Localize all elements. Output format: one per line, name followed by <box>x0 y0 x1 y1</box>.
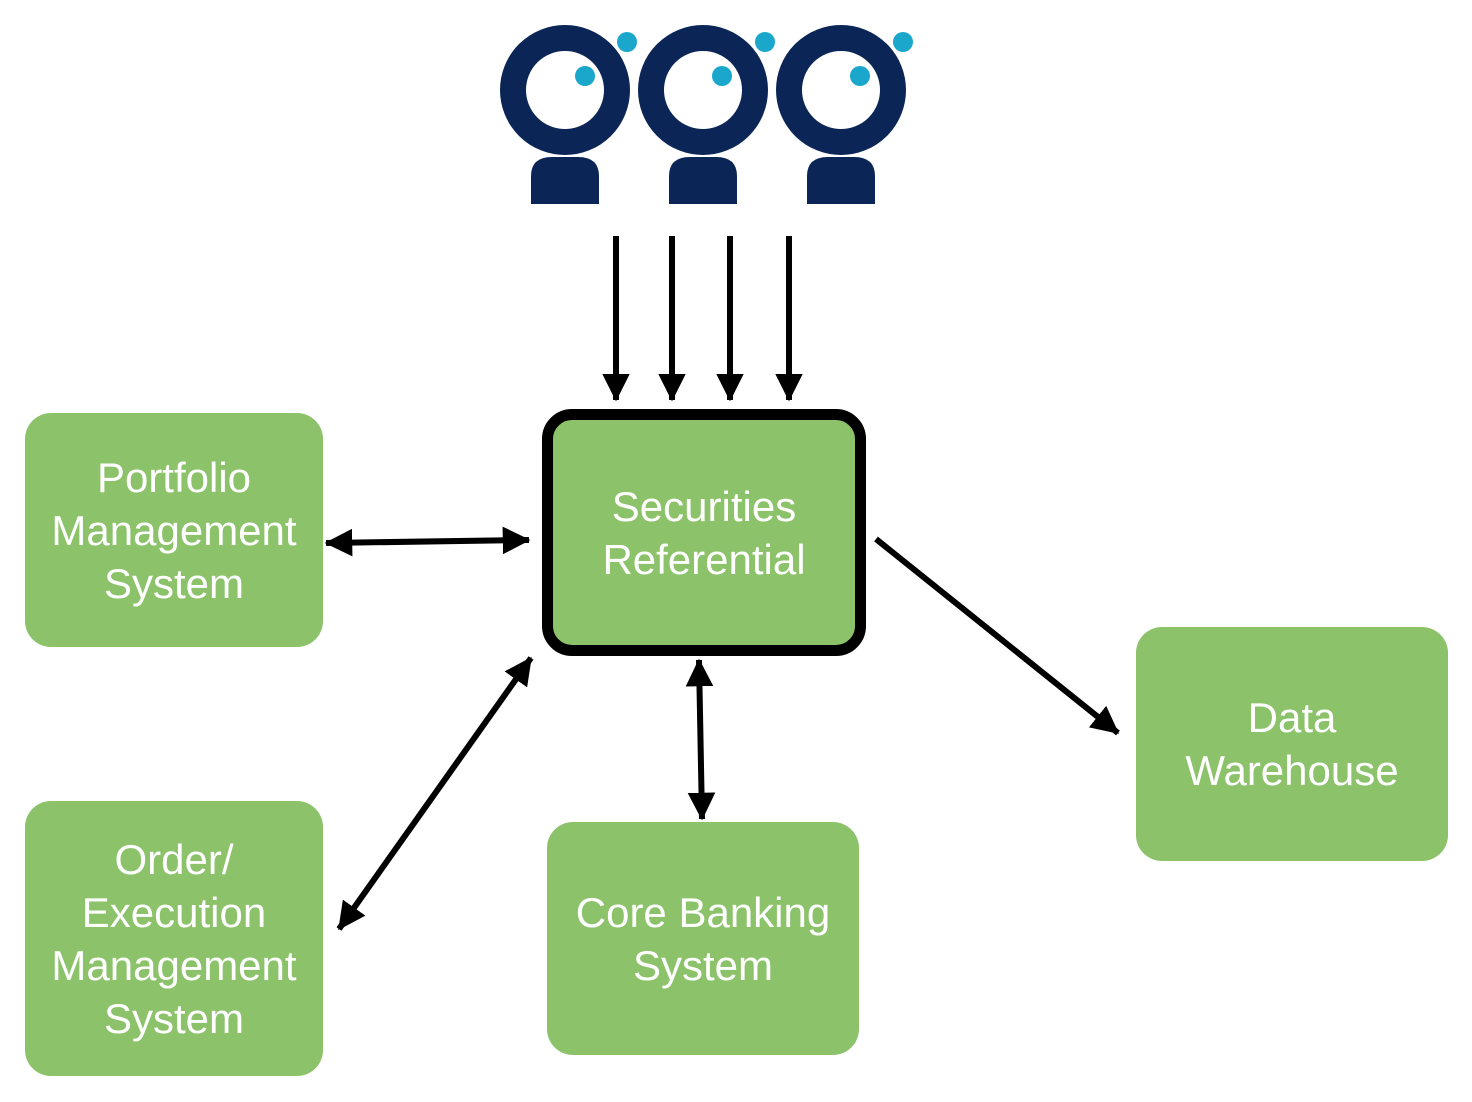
node-label: Data <box>1247 694 1337 741</box>
user-icon <box>776 25 913 204</box>
user-group-icon <box>500 25 913 204</box>
node-label: System <box>632 941 774 989</box>
node-label: Order/ <box>114 835 234 883</box>
user-icon <box>500 25 637 204</box>
portfolio-hub-arrow <box>324 526 531 557</box>
node-label: Core Banking <box>575 888 831 936</box>
node-core-banking-system: Core Banking System <box>547 822 859 1055</box>
node-label: Management <box>51 941 297 989</box>
core-hub-arrow <box>685 658 716 821</box>
node-label: Execution <box>81 888 267 936</box>
node-label: Management <box>51 506 297 554</box>
node-label: Referential <box>602 536 806 583</box>
hub-warehouse-arrow <box>874 536 1120 736</box>
node-data-warehouse: Data Warehouse <box>1136 627 1448 861</box>
node-portfolio-management-system: Portfolio Management System <box>25 413 323 647</box>
node-label: Warehouse <box>1185 747 1399 794</box>
node-label: System <box>103 559 245 607</box>
user-icon <box>638 25 775 204</box>
node-label: Securities <box>611 483 797 530</box>
order-hub-arrow <box>336 656 534 931</box>
node-label: System <box>103 994 245 1042</box>
node-order-execution-management-system: Order/ Execution Management System <box>25 801 323 1076</box>
node-label: Portfolio <box>96 453 252 501</box>
node-securities-referential: Securities Referential <box>542 409 866 656</box>
